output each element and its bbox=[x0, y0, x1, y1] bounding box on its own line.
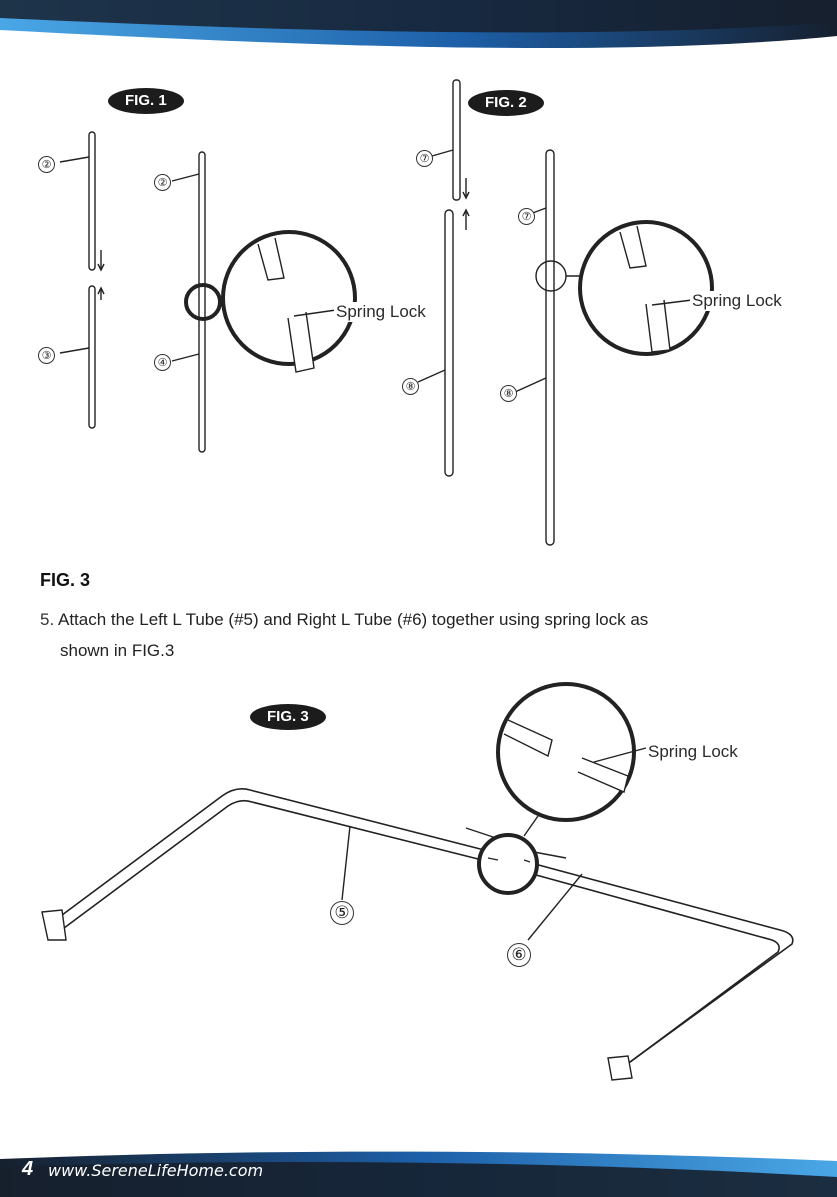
fig2-tube-7-left bbox=[432, 80, 460, 200]
part-number-5: ⑤ bbox=[330, 901, 354, 925]
part-number-2: ② bbox=[154, 174, 171, 191]
fig3-badge: FIG. 3 bbox=[250, 704, 326, 730]
fig3-left-l-tube bbox=[42, 789, 492, 940]
page-number: 4 bbox=[22, 1158, 33, 1181]
fig1-tube-3-left bbox=[60, 286, 95, 428]
fig2-spring-lock-label: Spring Lock bbox=[690, 291, 784, 311]
part-number-7: ⑦ bbox=[518, 208, 535, 225]
fig2-zoom-circle bbox=[580, 222, 712, 354]
website-link[interactable]: www.SereneLifeHome.com bbox=[48, 1161, 263, 1180]
fig3-lock-highlight bbox=[479, 835, 537, 893]
fig1-zoom-circle bbox=[223, 232, 355, 364]
part-number-3: ③ bbox=[38, 347, 55, 364]
step-number: 5. bbox=[40, 610, 54, 629]
fig3-spring-lock-label: Spring Lock bbox=[646, 742, 740, 762]
fig1-spring-lock-label: Spring Lock bbox=[334, 302, 428, 322]
part-number-7: ⑦ bbox=[416, 150, 433, 167]
part-number-8: ⑧ bbox=[500, 385, 517, 402]
fig1-badge: FIG. 1 bbox=[108, 88, 184, 114]
part-number-6: ⑥ bbox=[507, 943, 531, 967]
fig2-badge: FIG. 2 bbox=[468, 90, 544, 116]
fig1-tube-2-right bbox=[172, 152, 205, 452]
fig3-zoom-circle bbox=[498, 684, 634, 820]
instruction-line-2: shown in FIG.3 bbox=[40, 635, 800, 666]
fig1-tube-2-left bbox=[60, 132, 95, 270]
part-number-2: ② bbox=[38, 156, 55, 173]
fig3-right-l-tube bbox=[518, 860, 793, 1080]
fig2-tube-8-left bbox=[418, 210, 453, 476]
part-number-4: ④ bbox=[154, 354, 171, 371]
instruction-text: 5. Attach the Left L Tube (#5) and Right… bbox=[40, 604, 800, 666]
part-number-8: ⑧ bbox=[402, 378, 419, 395]
instruction-line-1: Attach the Left L Tube (#5) and Right L … bbox=[58, 610, 648, 629]
section-heading: FIG. 3 bbox=[40, 570, 90, 591]
